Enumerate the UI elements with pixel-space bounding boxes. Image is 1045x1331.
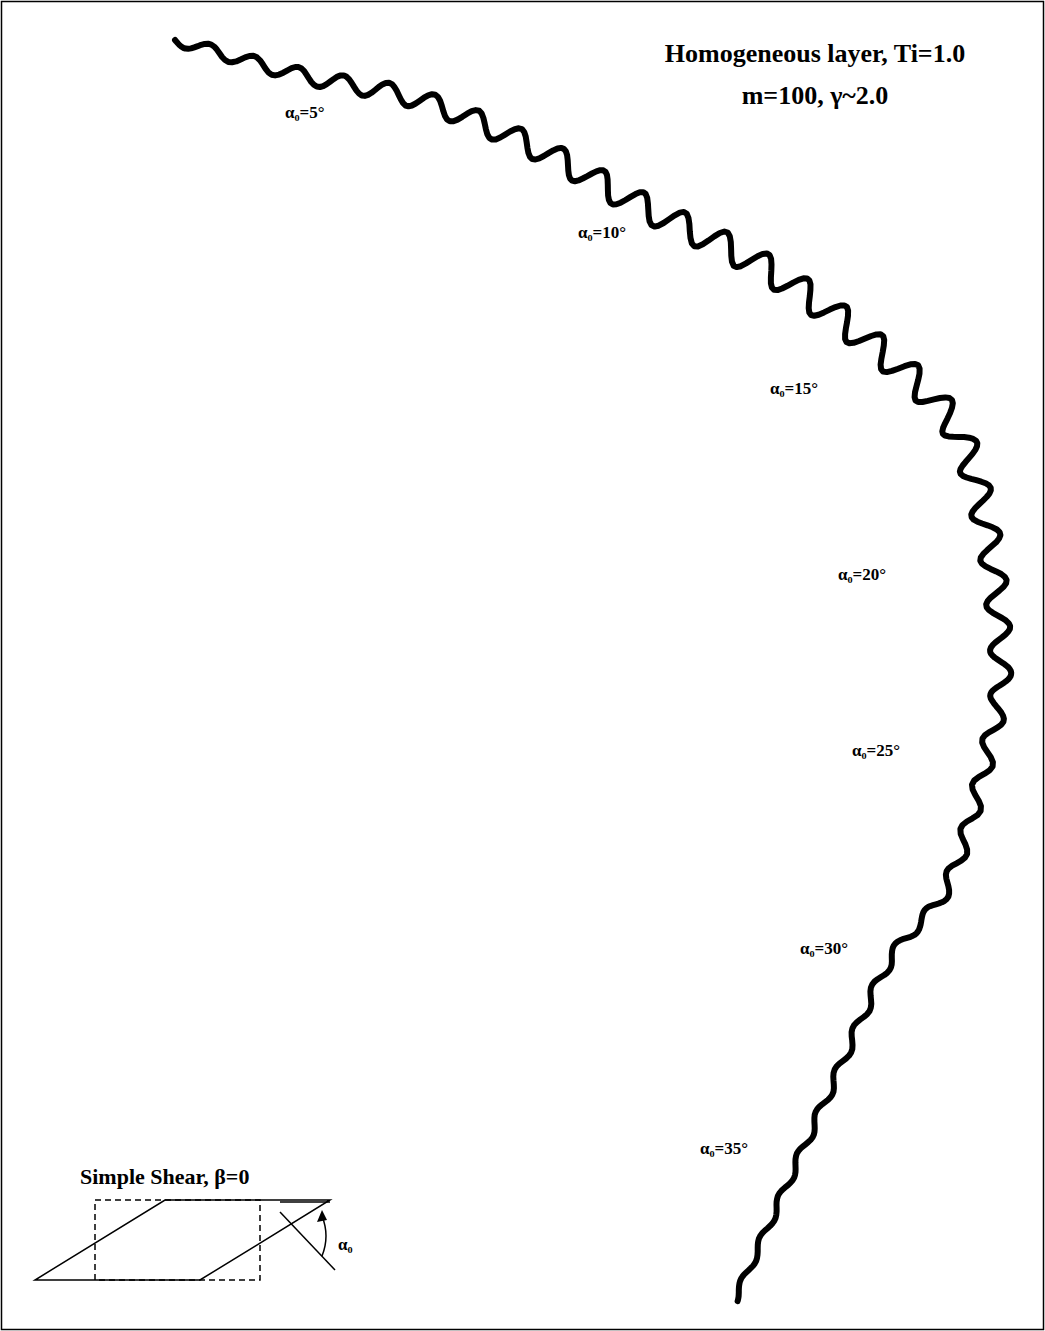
- initial-box: [95, 1200, 260, 1280]
- parameter-label: m=100, γ~2.0: [742, 82, 889, 111]
- inset-title: Simple Shear, β=0: [80, 1165, 249, 1189]
- angle-arc: [322, 1216, 326, 1256]
- sheared-box: [35, 1200, 330, 1280]
- angle-label: α₀=15°: [770, 380, 818, 399]
- folded-layer: [175, 40, 1011, 1301]
- title: Homogeneous layer, Ti=1.0: [665, 40, 965, 69]
- angle-label: α₀=25°: [852, 742, 900, 761]
- angle-label: α₀=30°: [800, 940, 848, 959]
- angle-arrowhead: [317, 1210, 327, 1222]
- layer-orientation-line: [280, 1212, 335, 1270]
- reference-line: [280, 1201, 330, 1203]
- angle-symbol: α₀: [338, 1236, 353, 1255]
- angle-label: α₀=5°: [285, 104, 325, 123]
- angle-label: α₀=35°: [700, 1140, 748, 1159]
- angle-label: α₀=20°: [838, 566, 886, 585]
- angle-label: α₀=10°: [578, 224, 626, 243]
